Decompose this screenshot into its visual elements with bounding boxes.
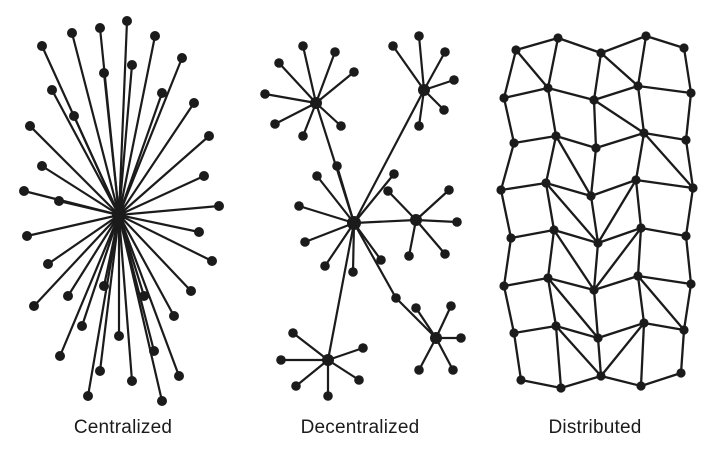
distributed-label: Distributed — [548, 417, 642, 438]
distributed-network-panel: Distributed — [486, 8, 704, 467]
centralized-label: Centralized — [73, 417, 173, 438]
decentralized-network-panel: Decentralized — [251, 8, 469, 467]
decentralized-label: Decentralized — [300, 417, 420, 438]
distributed-network-graph — [496, 31, 698, 393]
centralized-network-graph — [19, 16, 224, 406]
decentralized-network-graph — [260, 31, 466, 401]
centralized-network-panel: Centralized — [12, 8, 234, 467]
